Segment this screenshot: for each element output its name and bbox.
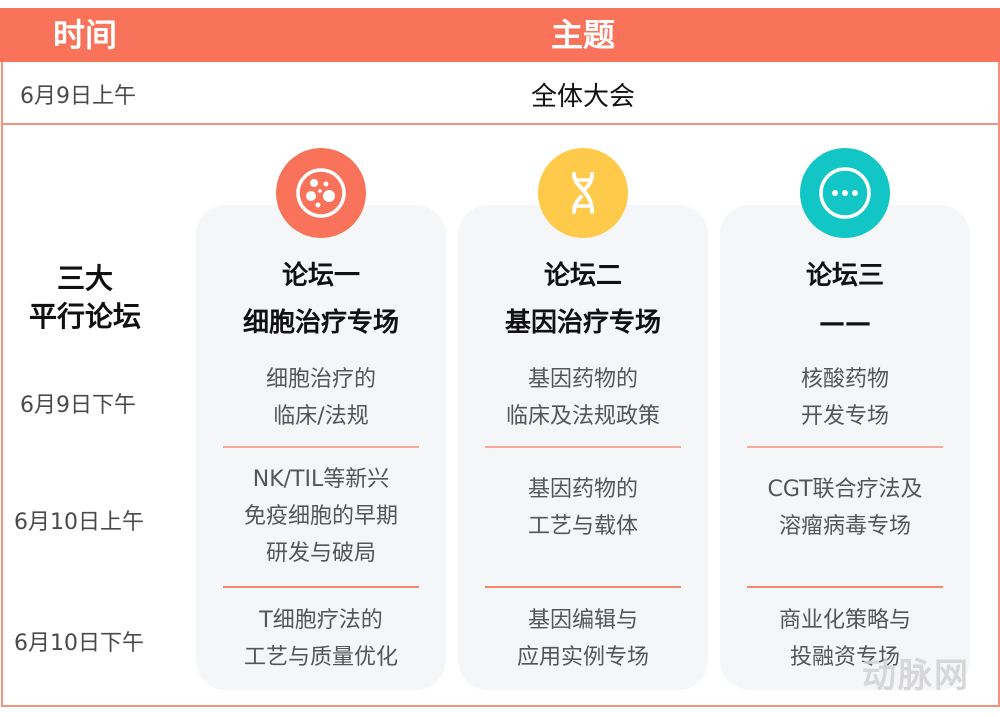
time-slot-2: 6月10日上午: [14, 510, 144, 535]
session: NK/TIL等新兴 免疫细胞的早期 研发与破局: [196, 461, 446, 572]
table-header: 时间 主题: [0, 8, 1000, 62]
session-divider: [223, 586, 419, 588]
table-frame: [1, 62, 1000, 707]
session-line: 开发专场: [800, 404, 889, 429]
forum-card-2: 论坛二 基因治疗专场 基因药物的 临床及法规政策 基因药物的 工艺与载体 基因编…: [458, 205, 708, 690]
forum-name: 论坛三: [805, 261, 884, 291]
session-divider: [747, 446, 943, 448]
more-dots-icon: [800, 148, 890, 238]
cell-petri-dish-icon: [276, 148, 366, 238]
session: 基因编辑与 应用实例专场: [458, 602, 708, 676]
session-line: 核酸药物: [800, 367, 889, 392]
session-line: 基因编辑与: [527, 608, 638, 633]
forum-theme: 细胞治疗专场: [242, 308, 399, 338]
session-line: T细胞疗法的: [259, 608, 383, 633]
dna-helix-icon: [538, 148, 628, 238]
session-line: NK/TIL等新兴: [252, 467, 390, 492]
session: 细胞治疗的 临床/法规: [196, 361, 446, 435]
title-line-1: 三大: [56, 262, 113, 295]
parallel-forums-title: 三大 平行论坛: [10, 260, 160, 336]
forum-card-3: 论坛三 —— 核酸药物 开发专场 CGT联合疗法及 溶瘤病毒专场 商业化策略与 …: [720, 205, 970, 690]
session-line: 临床及法规政策: [505, 404, 660, 429]
session: 商业化策略与 投融资专场: [720, 602, 970, 676]
session: 基因药物的 临床及法规政策: [458, 361, 708, 435]
session-divider: [485, 586, 681, 588]
session-line: 工艺与质量优化: [243, 645, 398, 670]
forum-theme: ——: [819, 308, 871, 338]
session-line: 基因药物的: [527, 367, 638, 392]
plenary-time: 6月9日上午: [20, 84, 136, 109]
session-divider: [747, 586, 943, 588]
session-line: 临床/法规: [273, 404, 369, 429]
session-line: 应用实例专场: [516, 645, 649, 670]
session-line: 投融资专场: [789, 645, 900, 670]
header-topic: 主题: [550, 16, 615, 54]
row-divider: [1, 123, 999, 125]
session-line: 商业化策略与: [778, 608, 911, 633]
watermark-logo: 动脉网: [862, 656, 970, 696]
header-time: 时间: [52, 16, 117, 54]
session-line: 溶瘤病毒专场: [778, 514, 911, 539]
session-line: 基因药物的: [527, 477, 638, 502]
session: T细胞疗法的 工艺与质量优化: [196, 602, 446, 676]
session-line: 细胞治疗的: [265, 367, 376, 392]
session-divider: [223, 446, 419, 448]
title-line-2: 平行论坛: [28, 300, 141, 333]
time-slot-3: 6月10日下午: [14, 631, 144, 656]
forum-card-1: 论坛一 细胞治疗专场 细胞治疗的 临床/法规 NK/TIL等新兴 免疫细胞的早期…: [196, 205, 446, 690]
session-line: CGT联合疗法及: [767, 477, 923, 502]
session: CGT联合疗法及 溶瘤病毒专场: [720, 471, 970, 545]
session: 核酸药物 开发专场: [720, 361, 970, 435]
session-line: 免疫细胞的早期: [243, 504, 398, 529]
forum-name: 论坛一: [281, 261, 360, 291]
session-line: 研发与破局: [265, 541, 376, 566]
forum-name: 论坛二: [543, 261, 622, 291]
session: 基因药物的 工艺与载体: [458, 471, 708, 545]
forum-theme: 基因治疗专场: [504, 308, 661, 338]
session-line: 工艺与载体: [527, 514, 638, 539]
session-divider: [485, 446, 681, 448]
time-slot-1: 6月9日下午: [20, 393, 136, 418]
plenary-topic: 全体大会: [530, 82, 635, 112]
